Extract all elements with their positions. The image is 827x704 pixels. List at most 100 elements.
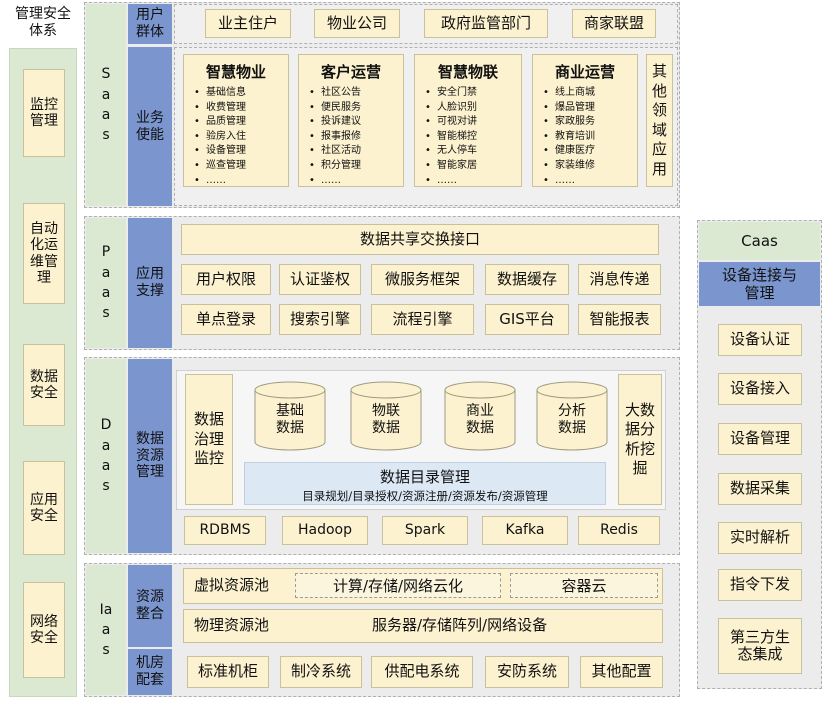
list-item: 家装维修 — [543, 159, 595, 174]
big-data-mining: 大数据分析挖掘 — [618, 374, 662, 505]
tech-rdbms: RDBMS — [184, 516, 266, 545]
cylinder-business-data: 商业数据 — [444, 381, 516, 451]
data-catalog-management: 数据目录管理 目录规划/目录授权/资源注册/资源发布/资源管理 — [244, 462, 606, 505]
paas-user-permission: 用户权限 — [181, 264, 271, 295]
list-item: 家政服务 — [543, 115, 595, 130]
paas-smart-report: 智能报表 — [578, 304, 661, 335]
room-standard-cabinet: 标准机柜 — [187, 656, 269, 688]
caas-device-access: 设备接入 — [718, 373, 802, 405]
business-column-title: 客户运营 — [320, 63, 381, 81]
room-cooling-system: 制冷系统 — [280, 656, 362, 688]
paas-messaging: 消息传递 — [578, 264, 661, 295]
list-item: 无人停车 — [425, 144, 477, 159]
left-item-app-security: 应用安全 — [23, 461, 65, 555]
list-item: 智能梯控 — [425, 130, 477, 145]
data-catalog-title: 数据目录管理 — [379, 468, 470, 486]
cylinder-basic-data: 基础数据 — [254, 381, 326, 451]
caas-device-auth: 设备认证 — [718, 324, 802, 356]
paas-workflow-engine: 流程引擎 — [371, 304, 474, 335]
database-icon — [444, 381, 516, 451]
room-power-system: 供配电系统 — [371, 656, 473, 688]
caas-realtime-parsing: 实时解析 — [718, 522, 802, 554]
data-catalog-subtitle: 目录规划/目录授权/资源注册/资源发布/资源管理 — [302, 489, 548, 503]
list-item: 社区公告 — [309, 86, 361, 101]
list-item: 线上商城 — [543, 86, 595, 101]
list-item: 设备管理 — [194, 144, 246, 159]
app-support-label: 应用支撑 — [128, 218, 172, 348]
database-icon — [350, 381, 422, 451]
user-group-item-merchants: 商家联盟 — [572, 9, 656, 38]
saas-label-text: Saas — [101, 66, 111, 144]
cylinder-analysis-data: 分析数据 — [536, 381, 608, 451]
caas-data-collection: 数据采集 — [718, 473, 802, 505]
physical-resource-detail: 服务器/存储阵列/网络设备 — [372, 616, 548, 635]
left-item-data-security: 数据安全 — [23, 344, 65, 426]
list-item: 品质管理 — [194, 115, 246, 130]
paas-label-text: Paas — [101, 244, 111, 322]
machine-room-label: 机房配套 — [128, 649, 172, 695]
paas-gis: GIS平台 — [485, 304, 569, 335]
business-column-smart-property: 智慧物业 基础信息 收费管理 品质管理 验房入住 设备管理 巡查管理 …… — [183, 54, 289, 187]
list-item: 投诉建议 — [309, 115, 361, 130]
tech-redis: Redis — [578, 516, 660, 545]
daas-label-text: Daas — [100, 417, 112, 495]
daas-label: Daas — [86, 359, 126, 553]
list-item: …… — [194, 174, 246, 189]
tech-spark: Spark — [382, 516, 468, 545]
business-column-customer-ops: 客户运营 社区公告 便民服务 投诉建议 报事报修 社区活动 积分管理 …… — [298, 54, 404, 187]
business-other-domains: 其他领域应用 — [646, 54, 673, 187]
list-item: 爆品管理 — [543, 101, 595, 116]
left-item-network-security: 网络安全 — [23, 582, 65, 678]
business-item-list: 线上商城 爆品管理 家政服务 教育培训 健康医疗 家装维修 …… — [543, 86, 595, 188]
iaas-label: Iaas — [86, 565, 126, 695]
list-item: 社区活动 — [309, 144, 361, 159]
list-item: 教育培训 — [543, 130, 595, 145]
room-other-config: 其他配置 — [580, 656, 663, 688]
list-item: 积分管理 — [309, 159, 361, 174]
user-group-item-residents: 业主住户 — [205, 9, 291, 38]
caas-label: Caas — [699, 222, 820, 260]
list-item: 巡查管理 — [194, 159, 246, 174]
list-item: …… — [543, 174, 595, 189]
cylinder-iot-data: 物联数据 — [350, 381, 422, 451]
business-column-commerce: 商业运营 线上商城 爆品管理 家政服务 教育培训 健康医疗 家装维修 …… — [532, 54, 638, 187]
list-item: 安全门禁 — [425, 86, 477, 101]
caas-header: 设备连接与管理 — [699, 262, 820, 306]
tech-hadoop: Hadoop — [282, 516, 368, 545]
paas-authentication: 认证鉴权 — [279, 264, 361, 295]
data-resource-label: 数据资源管理 — [128, 359, 172, 553]
caas-third-party-integration: 第三方生态集成 — [718, 618, 802, 674]
business-item-list: 安全门禁 人脸识别 可视对讲 智能梯控 无人停车 智能家居 …… — [425, 86, 477, 188]
paas-search-engine: 搜索引擎 — [279, 304, 361, 335]
database-icon — [254, 381, 326, 451]
saas-label: Saas — [86, 4, 126, 206]
cloud-compute-storage-network: 计算/存储/网络云化 — [295, 573, 501, 598]
left-item-monitor: 监控管理 — [23, 69, 65, 157]
paas-label: Paas — [86, 218, 126, 348]
data-exchange-interface: 数据共享交换接口 — [181, 224, 659, 255]
paas-data-cache: 数据缓存 — [485, 264, 569, 295]
container-cloud: 容器云 — [510, 573, 658, 598]
list-item: 便民服务 — [309, 101, 361, 116]
business-column-title: 商业运营 — [554, 63, 615, 81]
data-governance: 数据治理监控 — [185, 374, 233, 505]
business-column-title: 智慧物业 — [205, 63, 266, 81]
physical-resource-pool: 物理资源池 服务器/存储阵列/网络设备 — [183, 609, 663, 643]
left-item-devops: 自动化运维管理 — [23, 203, 65, 304]
list-item: 智能家居 — [425, 159, 477, 174]
resource-integration-label: 资源整合 — [128, 565, 172, 647]
caas-device-management: 设备管理 — [718, 423, 802, 455]
business-item-list: 社区公告 便民服务 投诉建议 报事报修 社区活动 积分管理 …… — [309, 86, 361, 188]
list-item: 健康医疗 — [543, 144, 595, 159]
business-column-title: 智慧物联 — [437, 63, 498, 81]
list-item: 验房入住 — [194, 130, 246, 145]
list-item: 收费管理 — [194, 101, 246, 116]
list-item: 可视对讲 — [425, 115, 477, 130]
tech-kafka: Kafka — [482, 516, 568, 545]
management-security-title: 管理安全体系 — [9, 0, 77, 46]
database-icon — [536, 381, 608, 451]
user-group-label: 用户群体 — [128, 4, 172, 44]
list-item: 基础信息 — [194, 86, 246, 101]
user-group-item-government: 政府监管部门 — [424, 9, 548, 38]
user-group-item-property: 物业公司 — [314, 9, 400, 38]
